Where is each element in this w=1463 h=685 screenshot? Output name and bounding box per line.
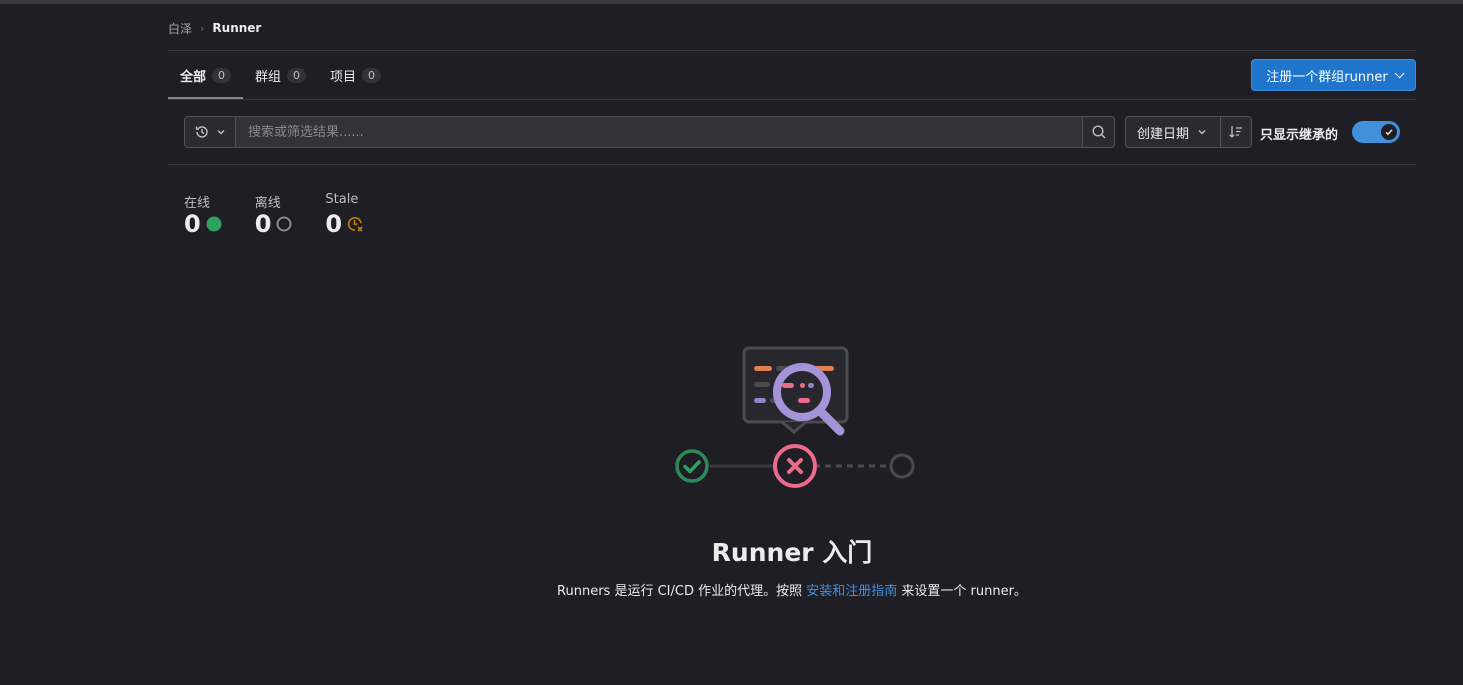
search-history-dropdown[interactable]	[184, 116, 236, 148]
runner-type-tabs: 全部 0 群组 0 项目 0	[168, 51, 393, 99]
stat-offline: 离线 0	[255, 192, 294, 239]
sort-direction-button[interactable]	[1221, 116, 1252, 148]
status-stale-icon	[347, 217, 363, 232]
stat-label: 在线	[184, 196, 211, 211]
filtered-search-bar	[184, 116, 1115, 148]
tab-label: 群组	[255, 69, 282, 85]
history-icon	[195, 126, 208, 138]
description-text: Runners 是运行 CI/CD 作业的代理。按照	[557, 584, 807, 599]
stat-label: Stale	[325, 192, 359, 207]
stat-value: 0	[254, 210, 272, 238]
sort-lowest-icon	[1229, 126, 1242, 138]
empty-state: Runner 入门 Runners 是运行 CI/CD 作业的代理。按照 安装和…	[168, 340, 1416, 599]
tab-label: 全部	[180, 69, 207, 85]
runner-empty-illustration	[675, 346, 915, 488]
tab-group[interactable]: 群组 0	[243, 51, 318, 99]
chevron-down-icon	[1198, 130, 1206, 135]
register-group-runner-button[interactable]: 注册一个群组runner	[1251, 59, 1416, 91]
breadcrumb-parent-link[interactable]: 白泽	[168, 21, 193, 36]
search-input[interactable]	[236, 116, 1083, 148]
breadcrumb: 白泽 › Runner	[168, 20, 261, 36]
sort-selected-label: 创建日期	[1137, 126, 1190, 142]
divider	[168, 50, 1416, 51]
inherited-only-label: 只显示继承的	[1260, 128, 1339, 143]
tab-project[interactable]: 项目 0	[318, 51, 393, 99]
description-text: 来设置一个 runner。	[897, 584, 1027, 599]
empty-state-title: Runner 入门	[711, 538, 873, 567]
tab-label: 项目	[330, 69, 357, 85]
top-border	[0, 0, 1463, 4]
search-button[interactable]	[1083, 116, 1115, 148]
stat-value: 0	[184, 210, 201, 238]
status-online-icon	[206, 216, 222, 232]
empty-state-description: Runners 是运行 CI/CD 作业的代理。按照 安装和注册指南 来设置一个…	[168, 580, 1416, 599]
runner-stats: 在线 0 离线 0 Stale 0	[184, 192, 364, 239]
tab-count-badge: 0	[287, 67, 307, 83]
chevron-down-icon	[217, 130, 225, 135]
status-offline-icon	[276, 216, 292, 232]
check-icon	[1385, 129, 1393, 136]
chevron-down-icon	[1394, 67, 1405, 78]
breadcrumb-current[interactable]: Runner	[212, 21, 262, 35]
sort-controls: 创建日期	[1125, 116, 1252, 148]
breadcrumb-separator-icon: ›	[200, 21, 205, 35]
tab-all[interactable]: 全部 0	[168, 51, 243, 99]
toggle-knob	[1381, 124, 1397, 140]
stat-online: 在线 0	[184, 192, 223, 239]
search-icon	[1091, 125, 1105, 139]
inherited-only-toggle[interactable]	[1352, 121, 1400, 143]
stat-stale: Stale 0	[325, 192, 364, 239]
register-button-label: 注册一个群组runner	[1266, 69, 1388, 85]
stat-value: 0	[325, 210, 343, 238]
divider	[168, 164, 1416, 165]
tab-count-badge: 0	[212, 67, 232, 83]
sort-by-dropdown[interactable]: 创建日期	[1125, 116, 1221, 148]
stat-label: 离线	[254, 196, 281, 211]
divider	[168, 99, 1416, 100]
install-register-guide-link[interactable]: 安装和注册指南	[806, 584, 898, 599]
tab-count-badge: 0	[362, 67, 382, 83]
